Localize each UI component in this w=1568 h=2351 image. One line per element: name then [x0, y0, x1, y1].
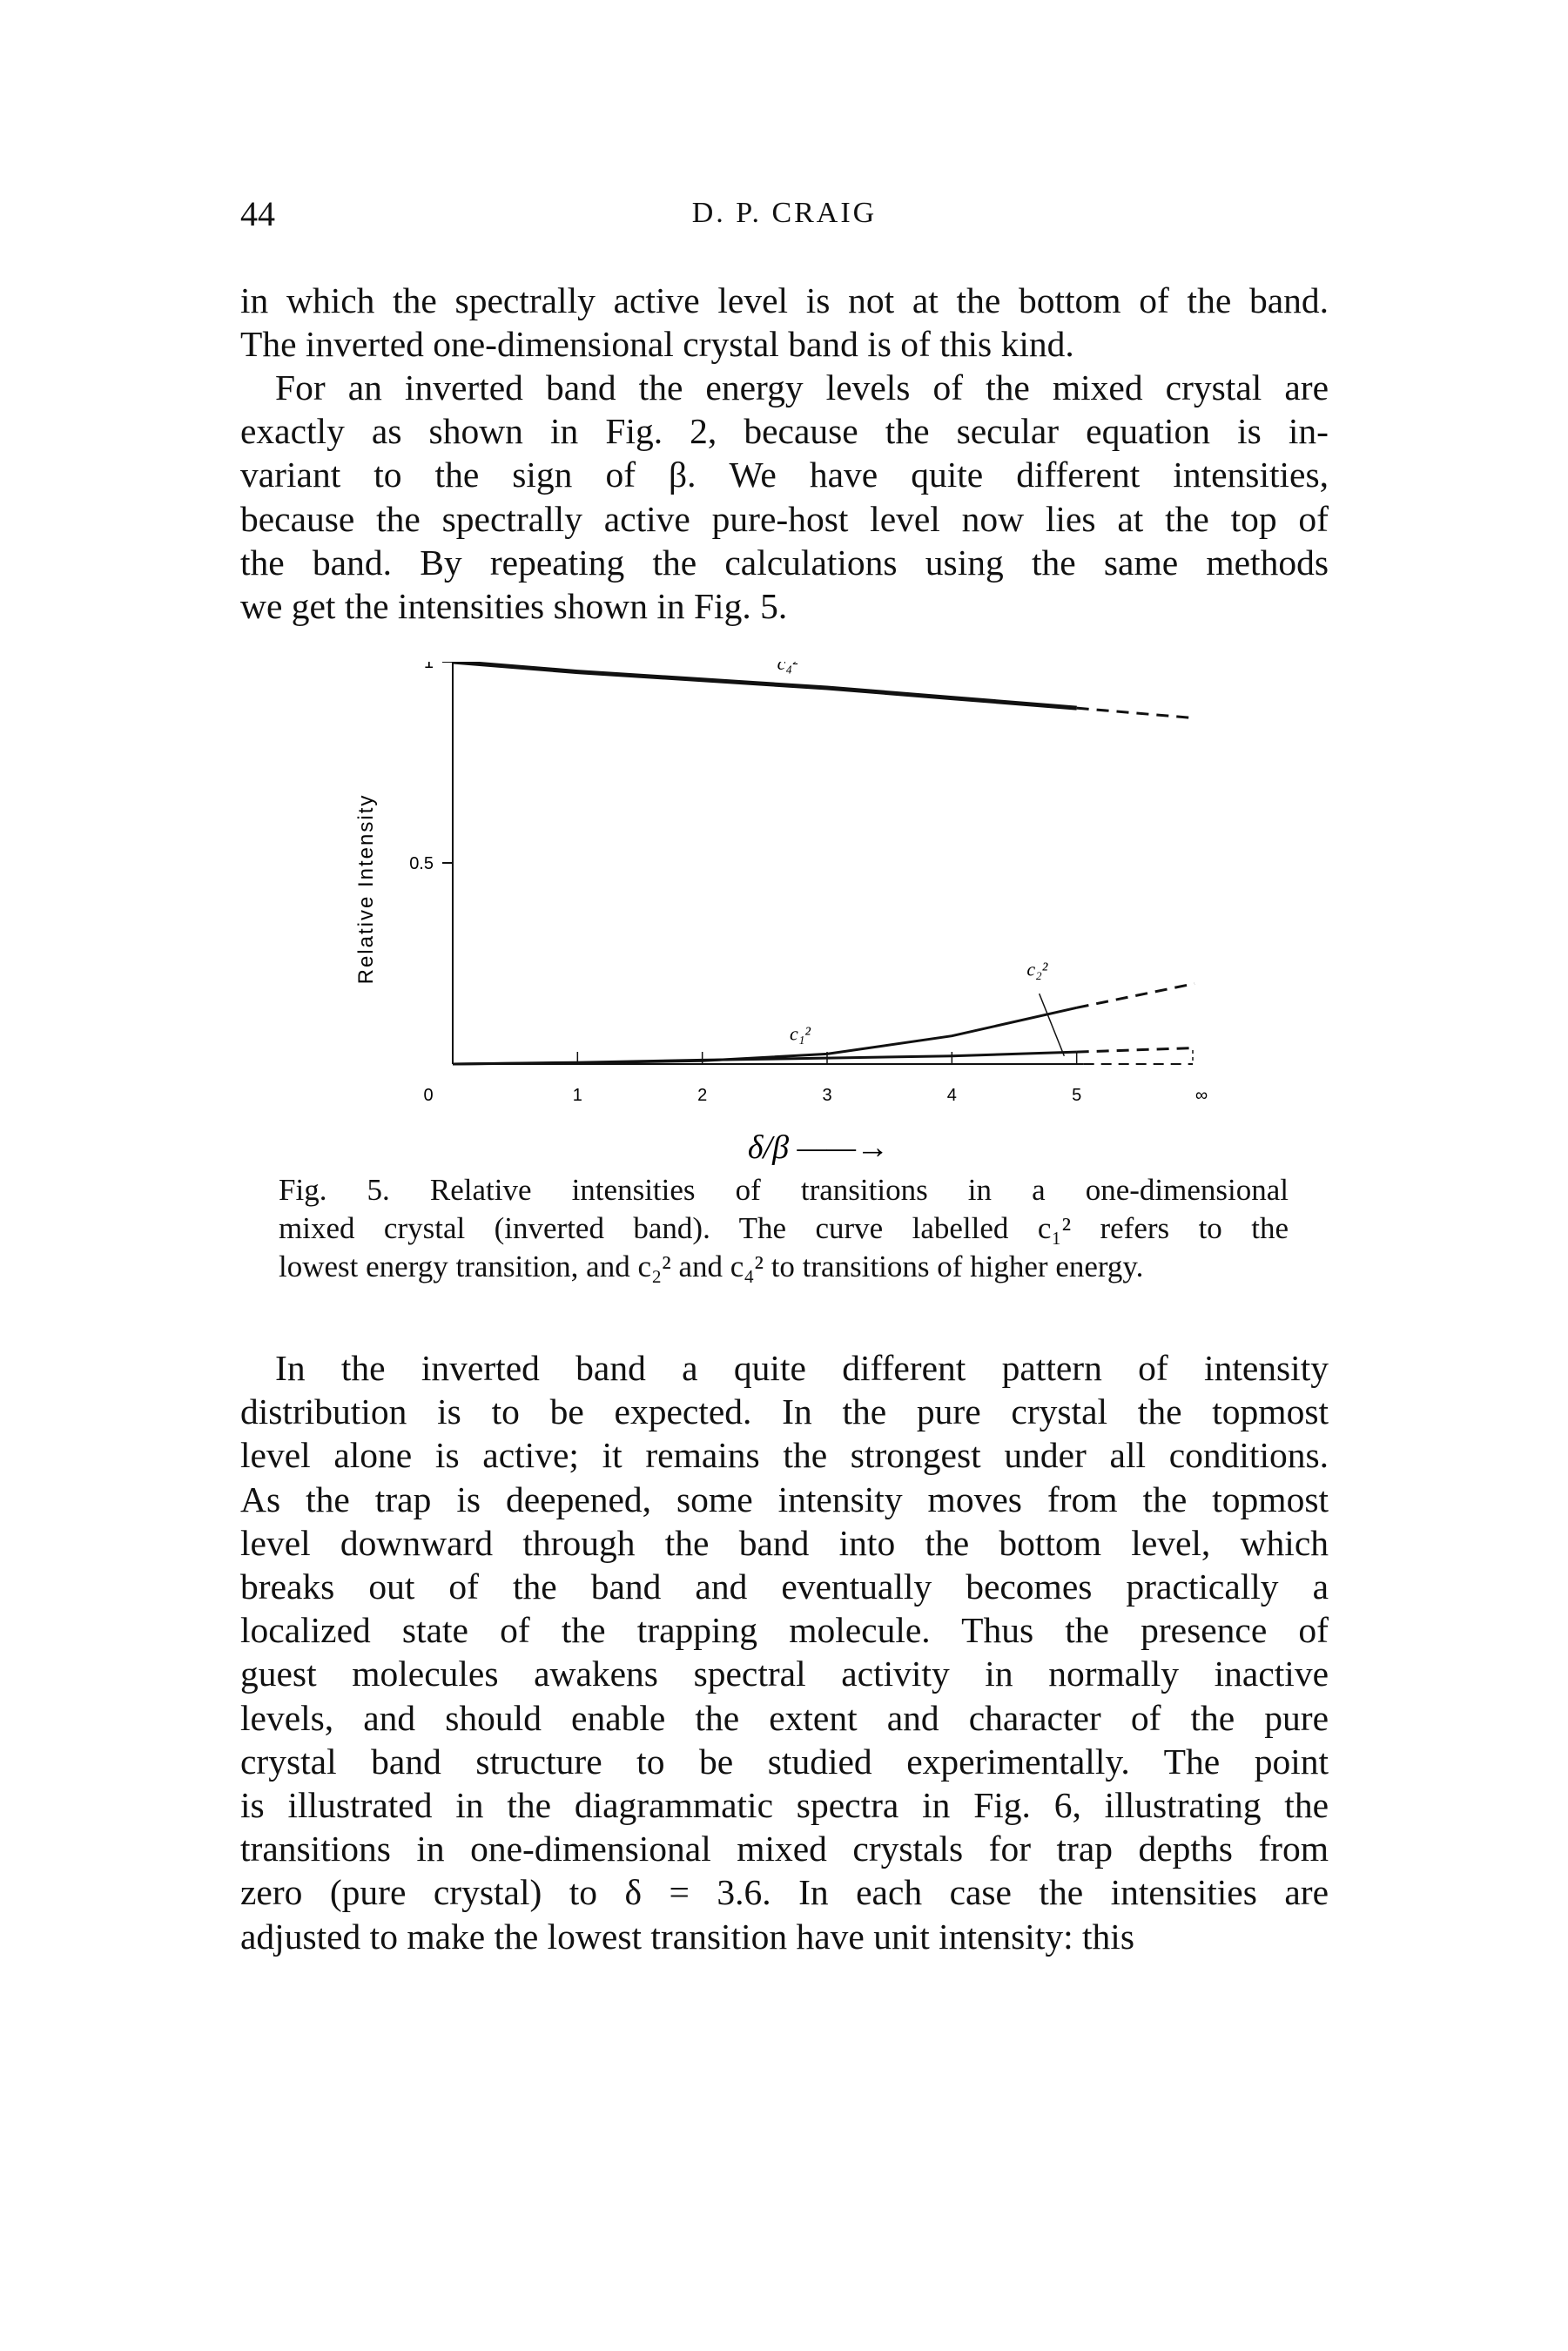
y-axis-label: Relative Intensity — [354, 794, 378, 985]
y-tick-label: 1 — [424, 662, 434, 672]
caption-line: lowest energy transition, and c₂² and c₄… — [279, 1250, 1144, 1283]
c1-curve-dashed-asymptote — [1076, 1047, 1195, 1054]
page-number: 44 — [240, 194, 275, 233]
running-head: D. P. CRAIG — [691, 197, 878, 229]
text-line: level alone is active; it remains the st… — [240, 1435, 1329, 1476]
paragraph-2: For an inverted band the energy levels o… — [240, 366, 1329, 628]
paragraph-3: In the inverted band a quite different p… — [240, 1346, 1329, 1958]
c4-curve-dashed-asymptote — [1076, 706, 1195, 720]
text-line: variant to the sign of β. We have quite … — [240, 455, 1329, 495]
text-line: levels, and should enable the extent and… — [240, 1697, 1329, 1738]
x-tick-label: 2 — [697, 1086, 707, 1105]
c4-curve — [452, 662, 1077, 711]
x-tick-label: 4 — [947, 1086, 957, 1105]
c4-curve-label: c₄² — [777, 662, 798, 674]
chart-axes — [452, 662, 1194, 1065]
text-line: level downward through the band into the… — [240, 1522, 1329, 1563]
text-line: is illustrated in the diagrammatic spect… — [240, 1785, 1329, 1826]
paragraph-1: in which the spectrally active level is … — [240, 279, 1329, 366]
text-line: we get the intensities shown in Fig. 5. — [240, 586, 788, 627]
text-line: As the trap is deepened, some intensity … — [240, 1479, 1329, 1519]
text-line: For an inverted band the energy levels o… — [275, 367, 1329, 408]
page-header: 44 D. P. CRAIG — [240, 193, 1329, 237]
x-tick-label: ∞ — [1195, 1086, 1208, 1105]
chart-ticks: 0.5 1 0 1 2 3 4 5 ∞ — [409, 662, 1208, 1105]
caption-line: mixed crystal (inverted band). The curve… — [279, 1211, 1289, 1245]
text-line: localized state of the trapping molecule… — [240, 1610, 1329, 1651]
figure-5: 0.5 1 0 1 2 3 4 5 ∞ Relative Intensity δ/β ——→ c₄²… — [331, 662, 1236, 1167]
x-tick-label: 5 — [1072, 1086, 1081, 1105]
c2-curve-dashed-asymptote — [1076, 982, 1195, 1009]
text-line: breaks out of the band and eventually be… — [240, 1566, 1329, 1607]
figure-caption: Fig. 5. Relative intensities of transiti… — [279, 1171, 1289, 1286]
text-line: distribution is to be expected. In the p… — [240, 1391, 1329, 1432]
text-line: in which the spectrally active level is … — [240, 280, 1329, 320]
chart-curves — [452, 662, 1195, 1066]
text-line: In the inverted band a quite different p… — [275, 1348, 1329, 1388]
chart-labels: Relative Intensity δ/β ——→ c₄² c₂² c₁² — [354, 662, 1048, 1166]
text-line: transitions in one-dimensional mixed cry… — [240, 1829, 1329, 1869]
text-line: guest molecules awakens spectral activit… — [240, 1654, 1329, 1694]
text-line: the band. By repeating the calculations … — [240, 542, 1329, 583]
x-tick-label: 3 — [822, 1086, 831, 1105]
c1-curve-label: c₁² — [790, 1022, 811, 1044]
c2-curve-label: c₂² — [1026, 958, 1047, 980]
caption-line: Fig. 5. Relative intensities of transiti… — [279, 1173, 1289, 1207]
text-line: crystal band structure to be studied exp… — [240, 1741, 1329, 1782]
x-axis-label: δ/β ——→ — [748, 1129, 889, 1166]
text-line: because the spectrally active pure-host … — [240, 498, 1329, 539]
text-line: adjusted to make the lowest transition h… — [240, 1916, 1134, 1957]
c2-label-leader — [1038, 993, 1066, 1057]
intensity-chart: 0.5 1 0 1 2 3 4 5 ∞ Relative Intensity δ/β ——→ c₄²… — [354, 662, 1208, 1166]
text-line: zero (pure crystal) to δ = 3.6. In each … — [240, 1872, 1329, 1913]
x-tick-label: 1 — [573, 1086, 582, 1105]
text-line: The inverted one-dimensional crystal ban… — [240, 324, 1074, 365]
c1-curve — [452, 1050, 1077, 1066]
y-tick-label: 0.5 — [409, 854, 434, 873]
x-tick-label: 0 — [423, 1086, 433, 1105]
text-line: exactly as shown in Fig. 2, because the … — [240, 411, 1329, 452]
